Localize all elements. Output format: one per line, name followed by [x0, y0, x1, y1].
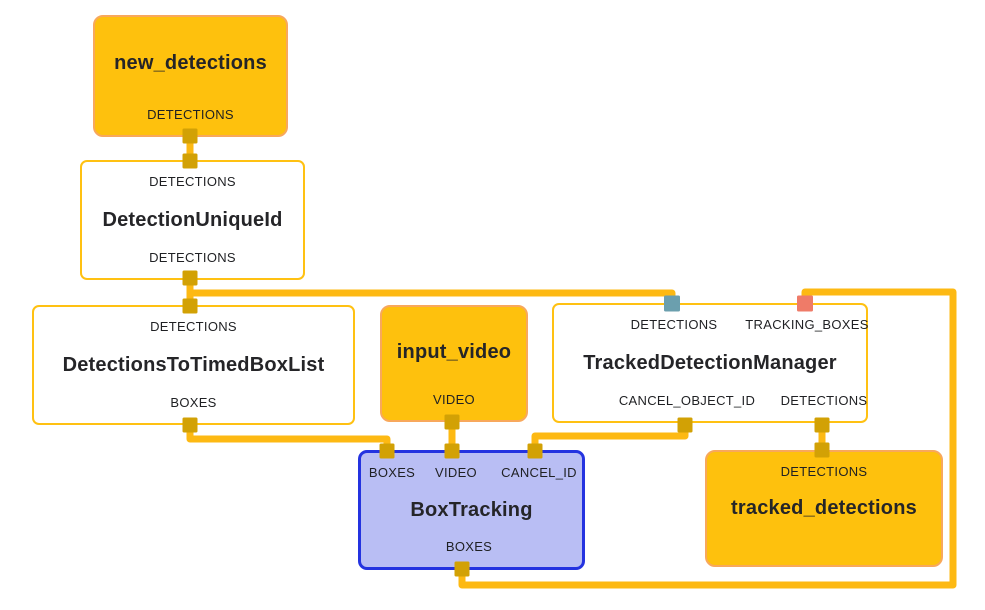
node-new-detections[interactable]: new_detections DETECTIONS — [93, 15, 288, 137]
port-label-detections-in: DETECTIONS — [780, 464, 868, 479]
node-detection-unique-id[interactable]: DETECTIONS DetectionUniqueId DETECTIONS — [80, 160, 305, 280]
edge-detections-to-timed-box-list-to-box-tracking — [186, 425, 391, 452]
port-label-detections-in: DETECTIONS — [149, 174, 236, 189]
node-tracked-detections[interactable]: DETECTIONS tracked_detections — [705, 450, 943, 567]
port-label-boxes-out: BOXES — [445, 539, 493, 554]
node-title: DetectionsToTimedBoxList — [62, 353, 325, 376]
port-label-cancel-object-id-out: CANCEL_OBJECT_ID — [618, 393, 756, 408]
node-title: TrackedDetectionManager — [583, 351, 837, 374]
node-input-video[interactable]: input_video VIDEO — [380, 305, 528, 422]
port-label-detections-in: DETECTIONS — [150, 319, 237, 334]
port-label-detections-in: DETECTIONS — [630, 317, 718, 332]
node-title: DetectionUniqueId — [102, 208, 283, 231]
node-title: input_video — [396, 341, 512, 363]
port-label-detections-out: DETECTIONS — [780, 393, 868, 408]
node-tracked-detection-manager[interactable]: DETECTIONS TRACKING_BOXES TrackedDetecti… — [552, 303, 868, 423]
node-detections-to-timed-box-list[interactable]: DETECTIONS DetectionsToTimedBoxList BOXE… — [32, 305, 355, 425]
port-label-video-out: VIDEO — [433, 392, 475, 407]
port-label-boxes-out: BOXES — [170, 395, 217, 410]
node-title: BoxTracking — [410, 498, 533, 521]
port-label-video-in: VIDEO — [435, 465, 477, 480]
node-title: new_detections — [114, 51, 267, 74]
port-label-detections-out: DETECTIONS — [149, 250, 236, 265]
edge-cancel-object-id-to-cancel-id — [531, 425, 689, 452]
port-label-tracking-boxes-in: TRACKING_BOXES — [745, 317, 869, 332]
port-label-detections-out: DETECTIONS — [147, 107, 234, 122]
node-box-tracking[interactable]: BOXES VIDEO CANCEL_ID BoxTracking BOXES — [358, 450, 585, 570]
node-title: tracked_detections — [731, 497, 917, 519]
port-label-boxes-in: BOXES — [368, 465, 416, 480]
edge-detection-unique-id-to-tracked-detection-manager — [190, 289, 676, 301]
port-label-cancel-id-in: CANCEL_ID — [501, 465, 577, 480]
